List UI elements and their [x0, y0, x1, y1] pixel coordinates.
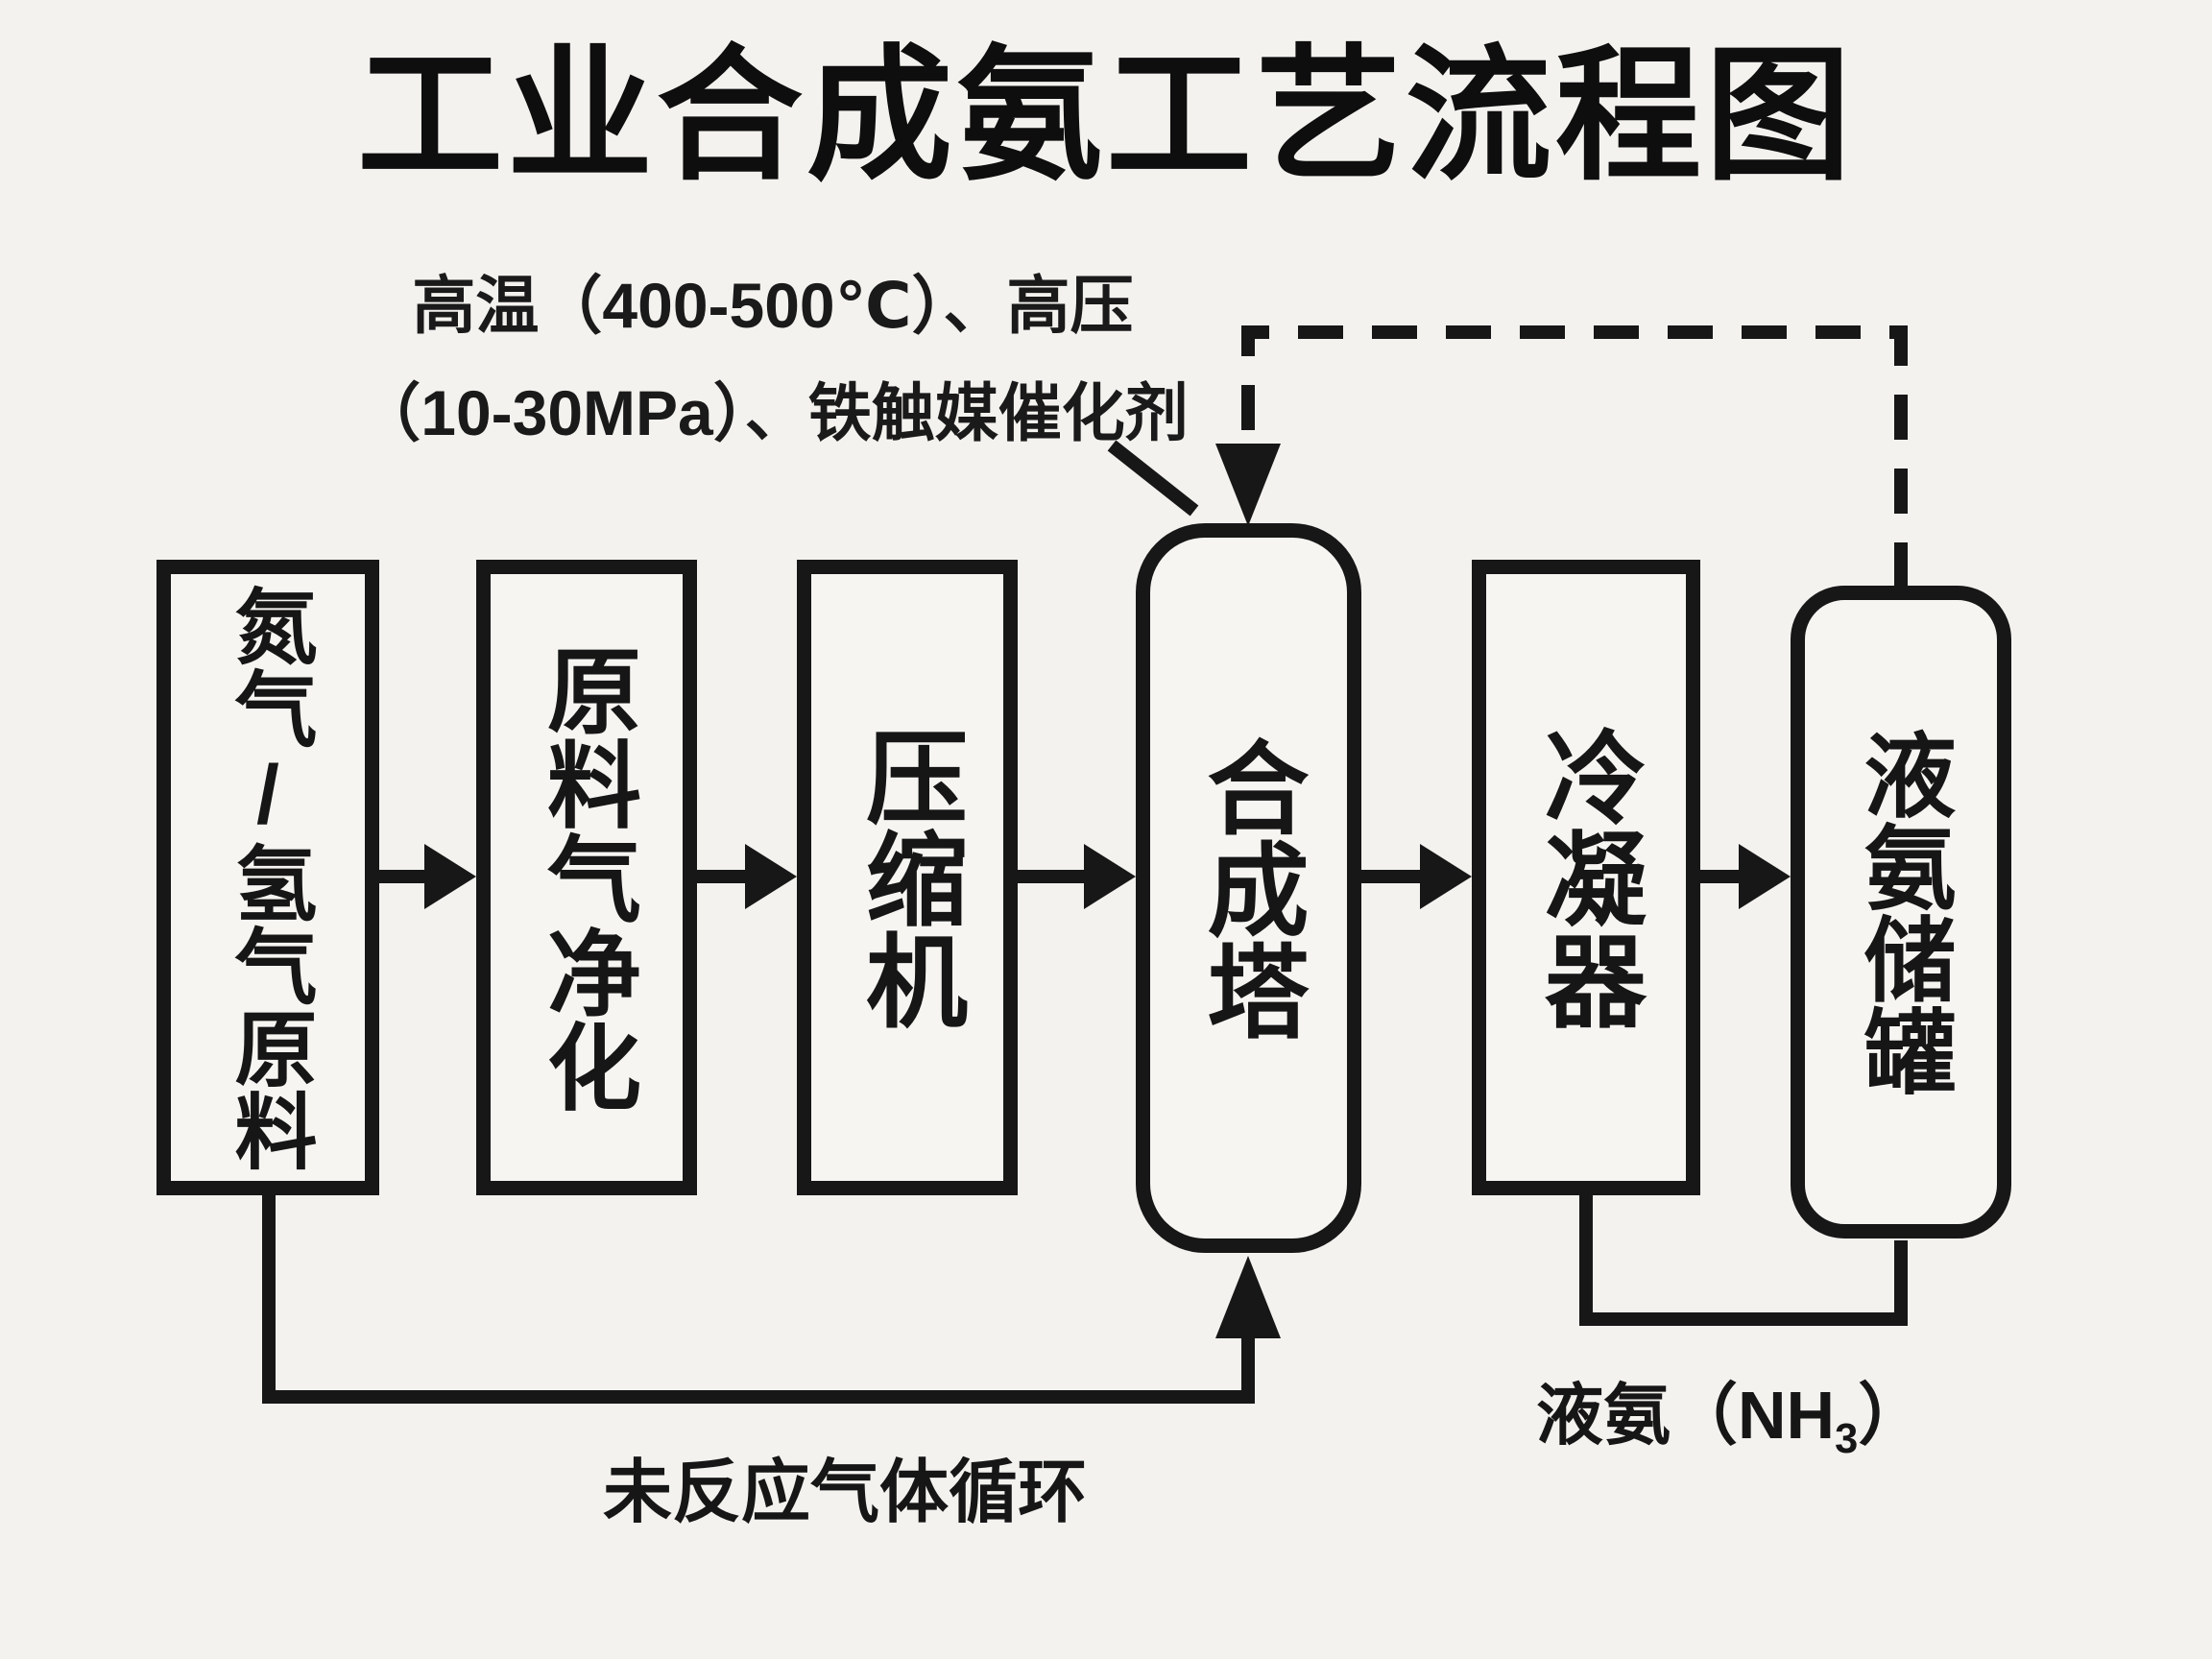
node-feed-gas: 氮气/氢气原料 [156, 560, 379, 1195]
reaction-conditions: 高温（400-500℃）、高压 （10-30MPa）、铁触媒催化剂 [101, 252, 1445, 467]
node-gas-purification-label: 原料气净化 [534, 642, 639, 1113]
liquid-ammonia-line [1579, 1195, 1908, 1326]
liquid-ammonia-label-subscript: 3 [1835, 1416, 1859, 1462]
diagram-title: 工业合成氨工艺流程图 [357, 35, 1855, 198]
node-compressor: 压缩机 [797, 560, 1018, 1195]
recycle-line [262, 1195, 1281, 1404]
liquid-ammonia-label-suffix: ） [1858, 1378, 1926, 1453]
node-condenser-label: 冷凝器 [1529, 725, 1643, 1030]
arrow-purify-to-compressor [697, 844, 797, 909]
node-synthesis-tower-label: 合成塔 [1191, 735, 1306, 1041]
node-synthesis-tower: 合成塔 [1136, 523, 1361, 1253]
arrow-tower-to-condenser [1361, 844, 1472, 909]
liquid-ammonia-label: 液氨（NH3） [1536, 1361, 1926, 1460]
condition-line-2: （10-30MPa）、铁触媒催化剂 [357, 377, 1189, 448]
node-condenser: 冷凝器 [1472, 560, 1700, 1195]
node-feed-gas-label: 氮气/氢气原料 [222, 584, 314, 1171]
condition-leader-line [1107, 440, 1199, 517]
arrow-feed-to-purify [379, 844, 476, 909]
node-ammonia-storage-tank: 液氨储罐 [1791, 586, 2011, 1238]
arrow-compressor-to-tower [1018, 844, 1136, 909]
liquid-ammonia-label-prefix: 液氨（NH [1536, 1378, 1836, 1453]
unreacted-gas-recycle-label: 未反应气体循环 [602, 1455, 1087, 1531]
condition-line-1: 高温（400-500℃）、高压 [412, 270, 1134, 341]
node-gas-purification: 原料气净化 [476, 560, 697, 1195]
arrow-condenser-to-tank [1700, 844, 1791, 909]
node-ammonia-storage-tank-label: 液氨储罐 [1850, 728, 1953, 1096]
tank-to-tower-dashed-line [1215, 325, 1908, 588]
node-compressor-label: 压缩机 [851, 725, 964, 1030]
